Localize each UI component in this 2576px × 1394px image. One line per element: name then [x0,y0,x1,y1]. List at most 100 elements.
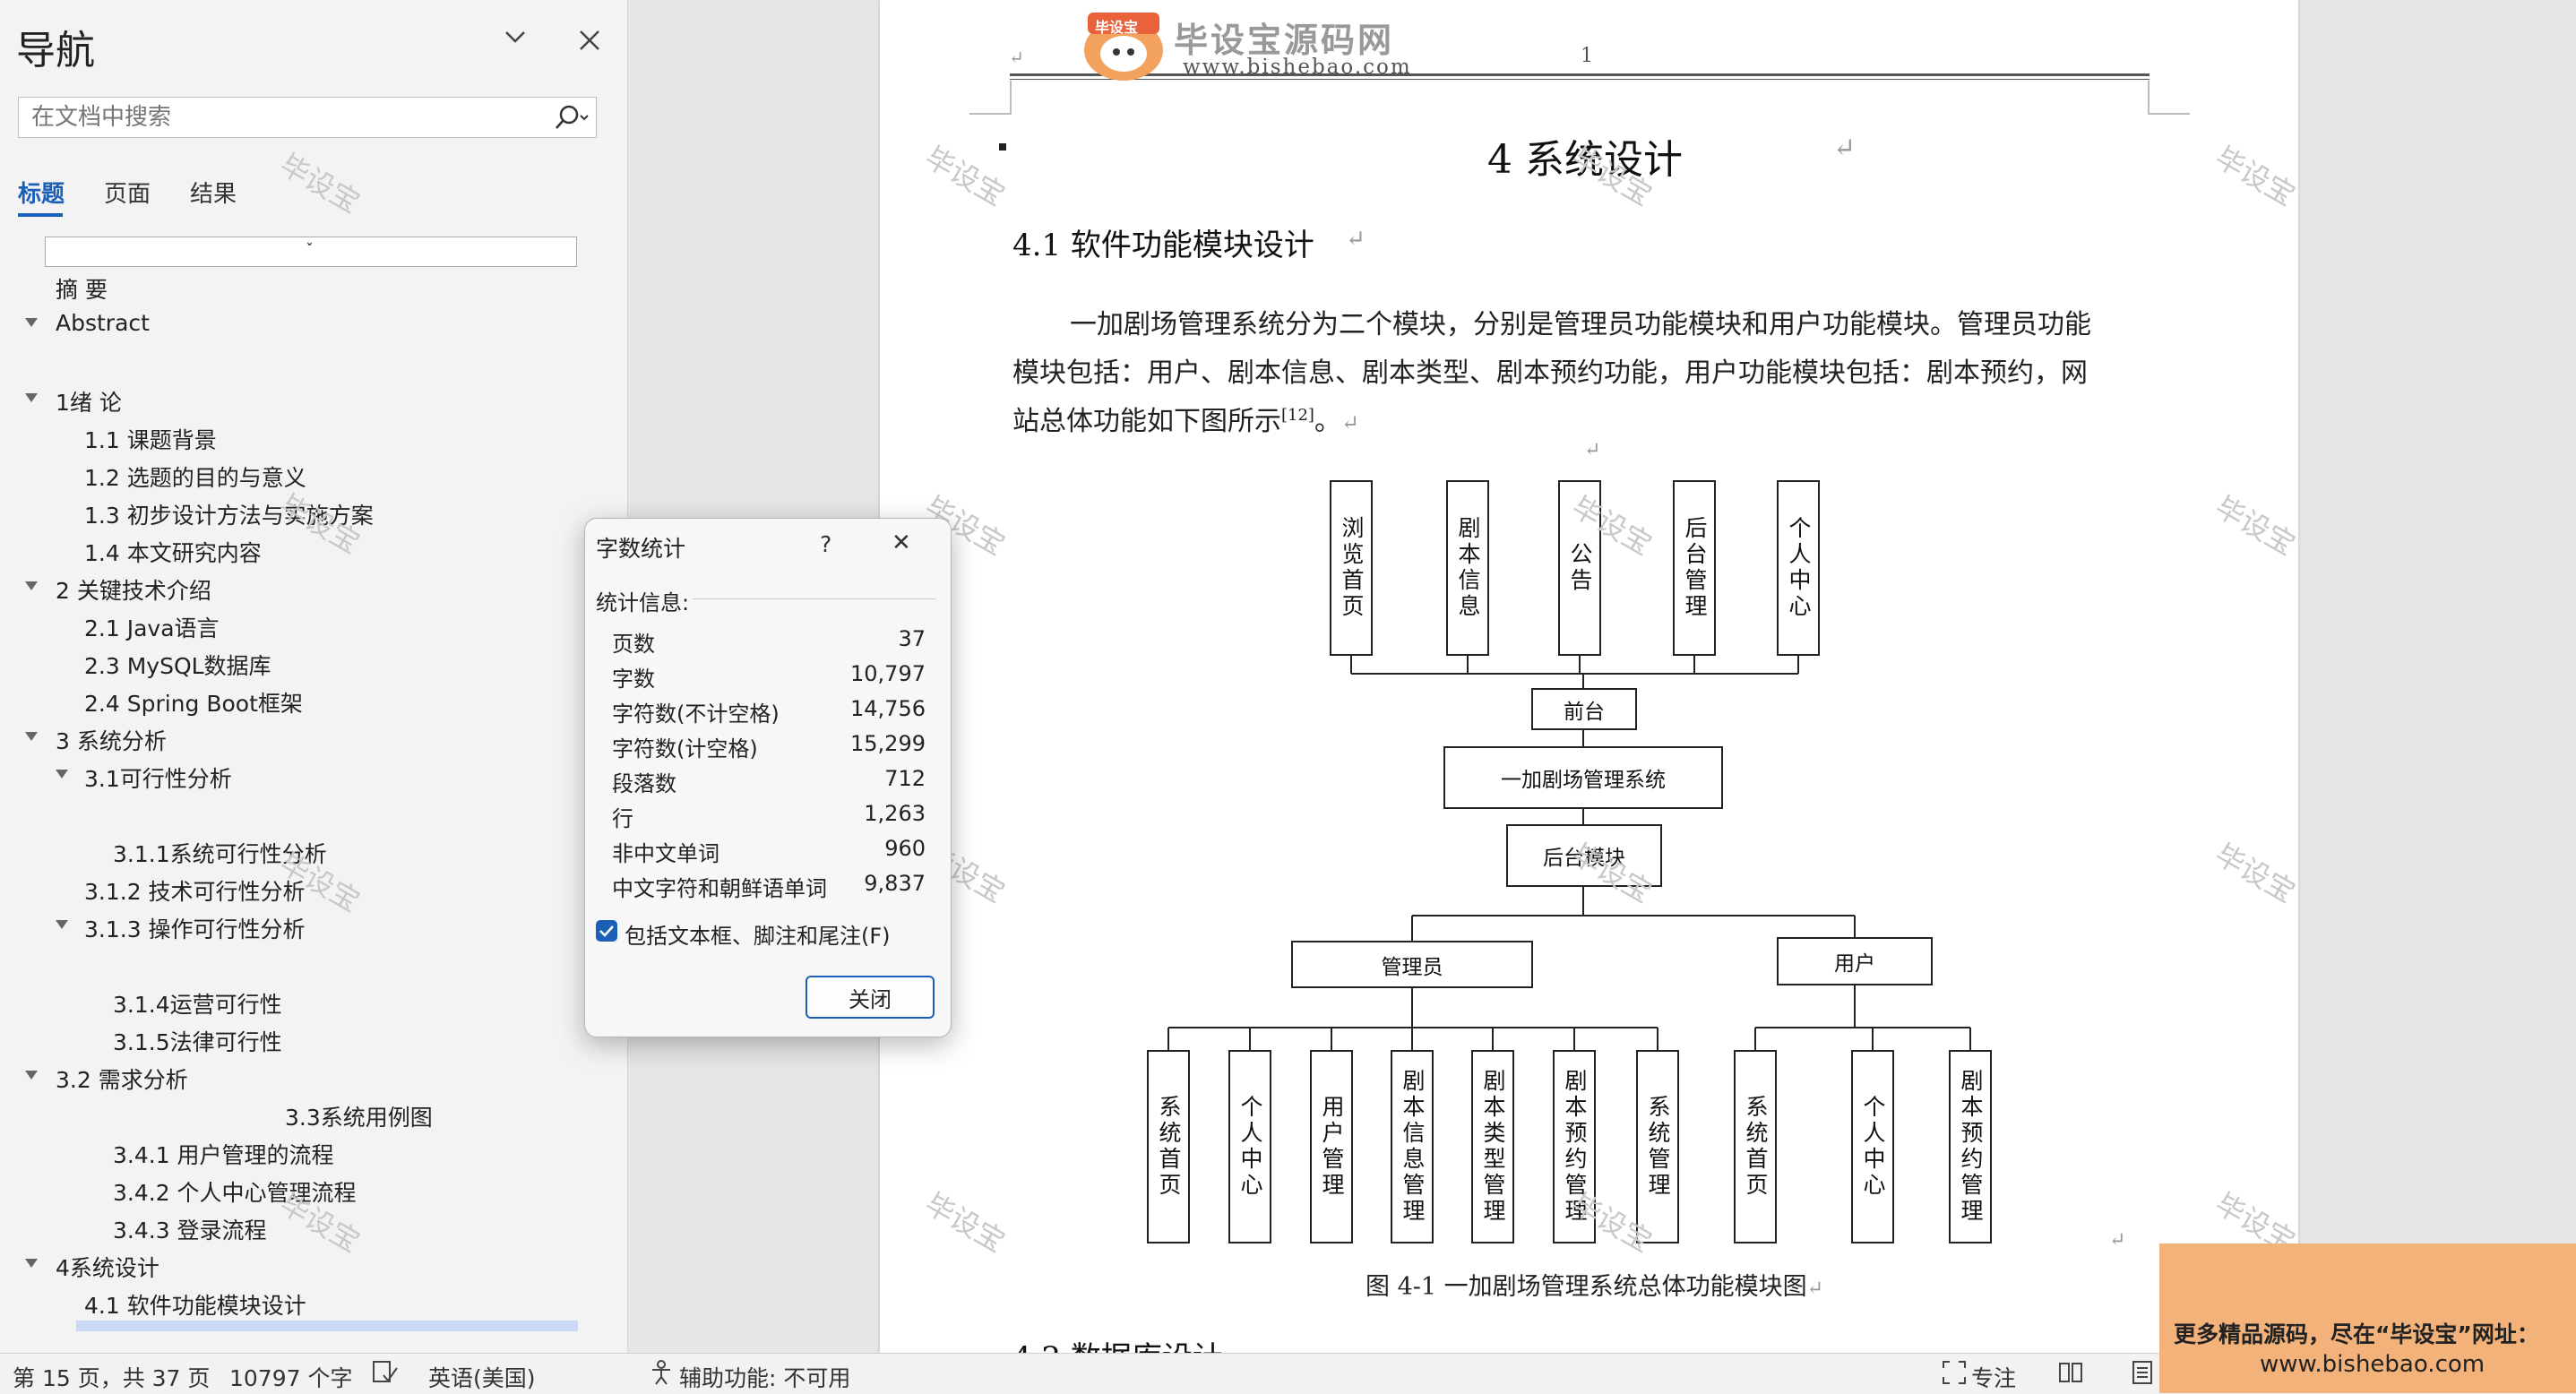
search-field[interactable] [18,97,597,138]
proofing-icon[interactable] [371,1359,400,1391]
heading-item[interactable]: 3.3系统用例图 [285,1105,433,1131]
stat-label: 字数 [612,667,655,692]
heading-item[interactable]: 3.1.2 技术可行性分析 [84,879,306,905]
collapse-triangle-icon[interactable] [25,581,38,590]
stat-label: 页数 [612,632,655,657]
dialog-title: 字数统计 [596,536,686,562]
navigation-pane: 导航 标题 页面 结果 ˇ 摘 要 Abstract 1绪 论 1.1 课题背景… [0,0,628,1353]
list-bullet [999,143,1006,151]
heading-item-current[interactable]: 4.1 软件功能模块设计 [84,1293,306,1319]
diagram-node-admin-child: 剧本预约管理 [1553,1050,1596,1243]
function-module-diagram: 浏览首页 剧本信息 公告 后台管理 个人中心 前台 一加剧场管理系统 后台模块 … [880,0,2298,1353]
close-button[interactable]: 关闭 [806,976,935,1019]
diagram-node-frontend: 前台 [1531,688,1637,730]
stat-label: 字符数(不计空格) [612,701,780,727]
stat-row: 字数 10,797 [612,661,926,693]
heading-item-empty[interactable]: ˇ [45,237,577,267]
body-text-line-end: 站总体功能如下图所示 [1012,406,1281,437]
status-bar: 第 15 页，共 37 页 10797 个字 英语(美国) 辅助功能: 不可用 … [0,1353,2576,1394]
paragraph-mark: ↵ [1833,133,1857,164]
heading-item[interactable]: 3.1.3 操作可行性分析 [84,916,306,942]
help-icon[interactable]: ? [820,531,832,557]
focus-icon[interactable] [1941,1359,1968,1391]
promo-url[interactable]: www.bishebao.com [2260,1351,2486,1378]
chevron-down-icon[interactable] [502,23,529,57]
heading-item[interactable]: 1.3 初步设计方法与实施方案 [84,503,374,529]
collapse-triangle-icon[interactable] [25,732,38,741]
heading-item[interactable]: 3.1.5法律可行性 [113,1029,282,1055]
heading-item[interactable]: 3.2 需求分析 [56,1067,188,1093]
heading-item[interactable]: 3.1.1系统可行性分析 [113,841,327,867]
current-heading-highlight [76,1321,578,1331]
tab-pages[interactable]: 页面 [104,181,151,208]
margin-corner [1010,81,1012,115]
print-layout-icon[interactable] [2129,1359,2156,1391]
accessibility-status[interactable]: 辅助功能: 不可用 [679,1365,851,1391]
heading-item[interactable]: Abstract [56,310,150,336]
stats-section-label: 统计信息: [596,590,690,615]
figure-caption-text: 图 4-1 一加剧场管理系统总体功能模块图 [1366,1273,1807,1301]
body-text-line: 一加剧场管理系统分为二个模块，分别是管理员功能模块和用户功能模块。管理员功能 [1070,309,2091,340]
diagram-node-top: 公告 [1558,480,1601,656]
collapse-triangle-icon[interactable] [56,770,68,779]
heading-item[interactable]: 4系统设计 [56,1255,159,1281]
heading-item[interactable]: 2.1 Java语言 [84,615,220,641]
tab-results[interactable]: 结果 [190,181,237,208]
heading-item[interactable]: 1.4 本文研究内容 [84,540,262,566]
search-icon[interactable] [551,103,590,135]
focus-mode[interactable]: 专注 [1971,1365,2017,1391]
section-title: 4.1 软件功能模块设计 [1012,228,1314,263]
paragraph-mark: ↵ [1340,410,1360,435]
margin-corner [969,113,1012,115]
heading-item[interactable]: 2 关键技术介绍 [56,578,211,604]
heading-item[interactable]: 摘 要 [56,277,108,303]
word-count-indicator[interactable]: 10797 个字 [229,1365,353,1391]
diagram-node-user-child: 个人中心 [1851,1050,1894,1243]
checkbox-label[interactable]: 包括文本框、脚注和尾注(F) [625,924,891,949]
close-icon[interactable] [578,25,601,59]
close-icon[interactable]: ✕ [892,529,911,556]
diagram-node-user: 用户 [1777,937,1933,985]
diagram-node-admin-child: 系统首页 [1147,1050,1190,1243]
heading-item[interactable]: 1.2 选题的目的与意义 [84,465,306,491]
stat-value: 10,797 [850,661,926,686]
document-page[interactable]: ↵ 1 毕设宝 毕设宝源码网 www.bishebao.com 4 系统设计 ↵… [880,0,2298,1353]
heading-item[interactable]: 1.1 课题背景 [84,427,217,453]
accessibility-icon[interactable] [647,1359,676,1391]
search-input[interactable] [30,98,535,137]
collapse-triangle-icon[interactable] [25,1071,38,1080]
read-mode-icon[interactable] [2057,1359,2084,1391]
page-indicator[interactable]: 第 15 页，共 37 页 [13,1365,211,1391]
nav-title: 导航 [16,28,95,73]
citation: [12] [1281,406,1314,425]
checkmark-icon [599,925,614,937]
diagram-node-user-child: 系统首页 [1734,1050,1777,1243]
include-footnotes-checkbox[interactable] [596,920,617,942]
heading-item[interactable]: 3.1.4运营可行性 [113,992,282,1018]
collapse-triangle-icon[interactable] [25,318,38,327]
heading-item[interactable]: 3.4.1 用户管理的流程 [113,1142,334,1168]
heading-item[interactable]: 1绪 论 [56,390,122,416]
heading-item[interactable]: 3.4.3 登录流程 [113,1218,267,1243]
language-indicator[interactable]: 英语(美国) [428,1365,536,1391]
heading-item[interactable]: 2.4 Spring Boot框架 [84,691,303,717]
chapter-title: 4 系统设计 [1487,137,1683,183]
heading-item[interactable]: 3.4.2 个人中心管理流程 [113,1180,357,1206]
heading-item[interactable]: 3.1可行性分析 [84,766,232,792]
collapse-triangle-icon[interactable] [56,920,68,929]
tab-headings[interactable]: 标题 [18,181,65,208]
collapse-triangle-icon[interactable] [25,1259,38,1268]
heading-item[interactable]: 3 系统分析 [56,728,167,754]
promo-banner[interactable]: 更多精品源码，尽在“毕设宝”网址： www.bishebao.com [2159,1243,2576,1393]
diagram-connectors [1167,656,1971,1050]
stat-value: 712 [884,766,926,791]
collapse-triangle-icon[interactable] [25,393,38,402]
paragraph-mark: ↵ [1346,226,1366,253]
stat-row: 字符数(计空格)15,299 [612,731,926,762]
heading-item[interactable]: 2.3 MySQL数据库 [84,653,271,679]
diagram-node-user-child: 剧本预约管理 [1949,1050,1992,1243]
diagram-node-top: 个人中心 [1777,480,1820,656]
